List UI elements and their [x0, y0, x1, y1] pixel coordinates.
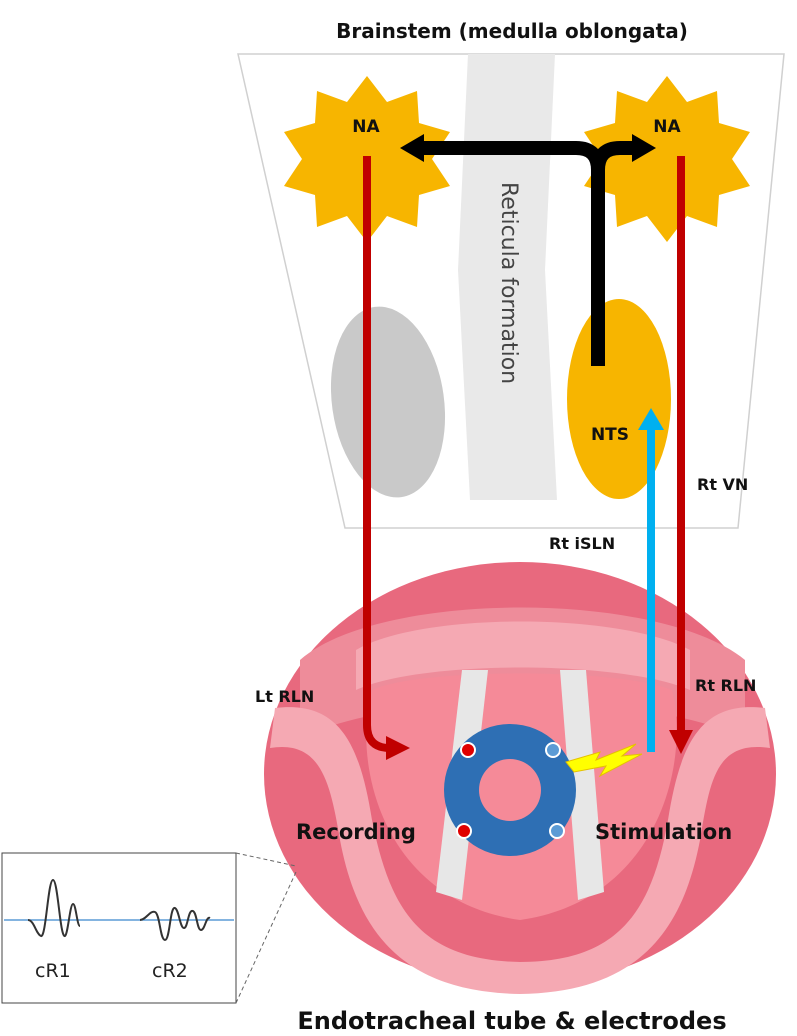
stimulation-electrode-upper — [545, 742, 561, 758]
rt-isln-label: Rt iSLN — [549, 534, 615, 553]
reticular-formation-shape — [458, 54, 557, 500]
waveform-inset — [1, 852, 237, 1004]
reflex-arc-arrowhead-left — [400, 134, 424, 162]
left-rln-pathway — [363, 156, 410, 760]
recording-electrode-upper — [460, 742, 476, 758]
cr2-label: cR2 — [152, 960, 188, 982]
cr1-label: cR1 — [35, 960, 71, 982]
stimulation-electrode-lower — [549, 823, 565, 839]
left-nucleus-ellipse — [330, 306, 446, 498]
recording-label: Recording — [296, 820, 416, 844]
recording-electrode-lower — [456, 823, 472, 839]
stimulation-label: Stimulation — [595, 820, 732, 844]
brainstem-title: Brainstem (medulla oblongata) — [336, 19, 688, 43]
na-right-label: NA — [653, 117, 681, 137]
waveform-zoom-line-top — [235, 852, 297, 867]
lt-rln-label: Lt RLN — [255, 687, 314, 706]
stimulation-spark-icon — [565, 743, 643, 778]
rt-rln-label: Rt RLN — [695, 676, 756, 695]
rt-vn-label: Rt VN — [697, 475, 748, 494]
endotracheal-tube-lumen — [479, 759, 541, 821]
na-left-label: NA — [352, 117, 380, 137]
reflex-arc-arrowhead-right — [632, 134, 656, 162]
waveform-cr2-trace — [139, 906, 211, 942]
nts-shape — [567, 299, 671, 499]
waveform-cr1-trace — [27, 878, 81, 938]
reflex-arc-connector — [418, 141, 640, 366]
reticular-formation-label: Reticula formation — [496, 182, 521, 384]
nts-label: NTS — [591, 425, 629, 445]
na-right-star — [584, 76, 750, 242]
figure-caption: Endotracheal tube & electrodes — [297, 1007, 726, 1035]
right-isln-arrowhead — [638, 408, 664, 430]
waveform-zoom-line-bottom — [235, 871, 297, 1004]
